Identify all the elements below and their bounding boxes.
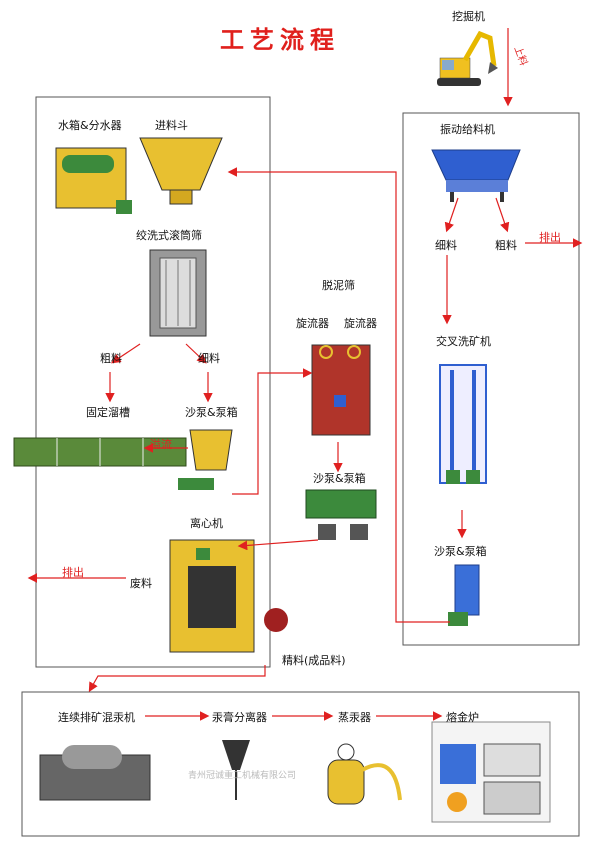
hopper-label: 进料斗 (155, 119, 188, 132)
furnace-label: 熔金炉 (446, 711, 479, 724)
company-watermark: 青州冠诚重工机械有限公司 (188, 771, 297, 781)
bottom-frame (21, 691, 580, 837)
furnace-illustration (431, 721, 551, 823)
vibrating-feeder-label: 振动给料机 (440, 123, 495, 136)
cyclone-2-label: 旋流器 (344, 317, 377, 330)
left-pump-illustration (178, 429, 233, 490)
desliming-screen-label: 脱泥筛 (322, 279, 355, 292)
feeder-coarse-label: 粗料 (495, 239, 517, 252)
separator-illustration (222, 740, 250, 800)
flow-arrows (27, 28, 583, 721)
pump-left-label: 沙泵&泵箱 (185, 406, 238, 419)
discharge-left-label: 排出 (62, 566, 84, 579)
hopper-illustration (139, 137, 223, 205)
excavator-illustration (437, 30, 498, 86)
centrifuge-illustration (169, 539, 255, 653)
cyclone-1-label: 旋流器 (296, 317, 329, 330)
pump-mid-label: 沙泵&泵箱 (313, 472, 366, 485)
feeder-fine-label: 细料 (435, 239, 457, 252)
trommel-label: 绞洗式滚筒筛 (136, 229, 202, 242)
overflow-label: 溢流 (150, 438, 172, 451)
pump-right-label: 沙泵&泵箱 (434, 545, 487, 558)
trommel-coarse-label: 粗料 (100, 352, 122, 365)
discharge-right-label: 排出 (539, 231, 561, 244)
centrifuge-label: 离心机 (190, 517, 223, 530)
cross-washer-label: 交叉洗矿机 (436, 335, 491, 348)
desliming-screen-illustration (311, 344, 371, 436)
amalgamator-label: 连续排矿混汞机 (58, 711, 135, 724)
page-title: 工艺流程 (220, 26, 340, 54)
excavator-label: 挖掘机 (452, 10, 485, 23)
cross-washer-illustration (439, 364, 487, 484)
concentrate-label: 精料(成品料) (282, 654, 346, 667)
sluice-illustration (13, 437, 187, 467)
retort-label: 蒸汞器 (338, 711, 371, 724)
waste-label: 废料 (130, 577, 152, 590)
trommel-illustration (149, 249, 207, 337)
right-pump-illustration (448, 564, 480, 626)
tank-divider-label: 水箱&分水器 (58, 119, 122, 132)
sluice-label: 固定溜槽 (86, 406, 130, 419)
vibrating-feeder-illustration (431, 149, 521, 202)
middle-pump-illustration (305, 489, 377, 540)
right-frame (402, 112, 580, 646)
concentrate-marker (264, 608, 288, 632)
tank-divider-illustration (55, 147, 132, 214)
amalgamator-illustration (39, 745, 151, 801)
separator-label: 汞膏分离器 (212, 711, 267, 724)
trommel-fine-label: 细料 (198, 352, 220, 365)
left-frame (35, 96, 271, 668)
retort-illustration (327, 743, 402, 805)
